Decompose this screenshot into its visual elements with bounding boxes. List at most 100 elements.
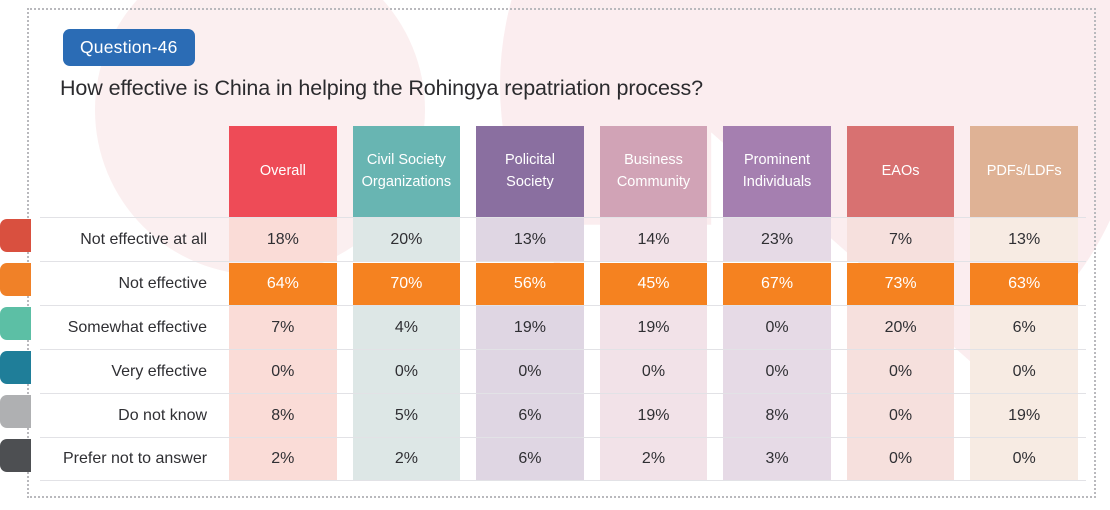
data-cell-band: 6% <box>468 437 592 481</box>
data-cell-band: 0% <box>715 349 839 393</box>
row-header-label: Prefer not to answer <box>40 437 222 481</box>
data-cell-value: 19% <box>599 306 708 349</box>
data-cell-value: 0% <box>846 394 955 437</box>
data-cell: 0% <box>715 305 839 349</box>
row-header-cell: Very effective <box>40 349 222 393</box>
column-header-civil-society-organizations: Civil Society Organizations <box>345 126 469 217</box>
data-cell: 6% <box>468 393 592 437</box>
row-header-label: Very effective <box>40 349 222 393</box>
data-cell-band: 19% <box>962 393 1086 437</box>
row-header-cell: Do not know <box>40 393 222 437</box>
data-cell-band: 0% <box>715 305 839 349</box>
data-cell-value: 63% <box>970 263 1078 305</box>
data-cell-value: 0% <box>970 438 1078 480</box>
data-cell-band: 2% <box>344 437 469 481</box>
data-cell-band: 7% <box>221 305 345 349</box>
data-cell-band: 20% <box>838 305 963 349</box>
data-cell-value: 6% <box>970 306 1078 349</box>
row-header-cell: Somewhat effective <box>40 305 222 349</box>
data-cell-value: 18% <box>229 218 337 261</box>
data-cell-value: 2% <box>599 438 708 480</box>
data-cell-band: 2% <box>591 437 716 481</box>
data-cell-value: 45% <box>599 263 708 305</box>
data-cell-band: 70% <box>344 261 469 305</box>
column-header-policital-society: Policital Society <box>468 126 592 217</box>
data-cell: 2% <box>591 437 716 481</box>
data-cell: 0% <box>591 349 716 393</box>
data-cell-band: 5% <box>344 393 469 437</box>
data-cell-value: 13% <box>970 218 1078 261</box>
data-cell-value: 19% <box>599 394 708 437</box>
data-cell: 6% <box>962 305 1086 349</box>
data-cell-band: 2% <box>221 437 345 481</box>
data-cell-band: 0% <box>962 437 1086 481</box>
data-cell-band: 0% <box>344 349 469 393</box>
column-header-label: Policital Society <box>476 126 584 217</box>
question-title: How effective is China in helping the Ro… <box>60 76 703 100</box>
data-cell-band: 6% <box>962 305 1086 349</box>
swatch-gray <box>0 395 31 428</box>
data-cell-value: 19% <box>970 394 1078 437</box>
data-cell: 13% <box>468 217 592 261</box>
data-cell: 0% <box>962 349 1086 393</box>
data-cell-value: 0% <box>846 438 955 480</box>
data-cell-value: 0% <box>846 350 955 393</box>
data-cell-value: 20% <box>846 306 955 349</box>
column-header-eaos: EAOs <box>839 126 963 217</box>
data-cell-value: 0% <box>352 350 461 393</box>
column-header-label: EAOs <box>846 126 955 217</box>
data-cell: 0% <box>344 349 469 393</box>
row-header-label: Somewhat effective <box>40 305 222 349</box>
data-cell-band: 64% <box>221 261 345 305</box>
data-cell: 67% <box>715 261 839 305</box>
data-cell: 8% <box>715 393 839 437</box>
data-cell: 5% <box>344 393 469 437</box>
column-header-label: PDFs/LDFs <box>970 126 1078 217</box>
data-cell-value: 7% <box>229 306 337 349</box>
data-cell: 6% <box>468 437 592 481</box>
data-cell: 2% <box>344 437 469 481</box>
data-cell-band: 4% <box>344 305 469 349</box>
data-cell-band: 45% <box>591 261 716 305</box>
data-cell-value: 14% <box>599 218 708 261</box>
data-cell-band: 0% <box>221 349 345 393</box>
data-cell: 70% <box>344 261 469 305</box>
data-cell: 0% <box>838 349 963 393</box>
row-header-cell: Not effective <box>40 261 222 305</box>
column-header-label: Civil Society Organizations <box>352 126 461 217</box>
column-header-label: Overall <box>229 126 337 217</box>
data-cell-band: 19% <box>468 305 592 349</box>
data-cell-band: 23% <box>715 217 839 261</box>
data-cell-value: 8% <box>229 394 337 437</box>
data-cell-band: 0% <box>591 349 716 393</box>
data-cell-band: 3% <box>715 437 839 481</box>
data-cell: 20% <box>344 217 469 261</box>
data-cell-band: 8% <box>221 393 345 437</box>
swatch-orange <box>0 263 31 296</box>
column-header-label: Prominent Individuals <box>723 126 831 217</box>
data-cell: 0% <box>221 349 345 393</box>
data-cell-value: 56% <box>476 263 584 305</box>
matrix-corner-cell <box>40 126 221 217</box>
data-cell-value: 13% <box>476 218 584 261</box>
data-cell: 0% <box>962 437 1086 481</box>
column-header-pdfs-ldfs: PDFs/LDFs <box>962 126 1086 217</box>
data-cell-band: 19% <box>591 393 716 437</box>
data-cell-value: 19% <box>476 306 584 349</box>
data-cell: 20% <box>838 305 963 349</box>
data-cell-value: 0% <box>723 306 831 349</box>
column-header-overall: Overall <box>221 126 345 217</box>
data-cell: 8% <box>221 393 345 437</box>
data-cell-band: 63% <box>962 261 1086 305</box>
data-cell-value: 2% <box>352 438 461 480</box>
data-cell-value: 73% <box>846 263 955 305</box>
data-cell-value: 3% <box>723 438 831 480</box>
swatch-teal <box>0 351 31 384</box>
data-cell-band: 14% <box>591 217 716 261</box>
data-cell: 0% <box>838 437 963 481</box>
